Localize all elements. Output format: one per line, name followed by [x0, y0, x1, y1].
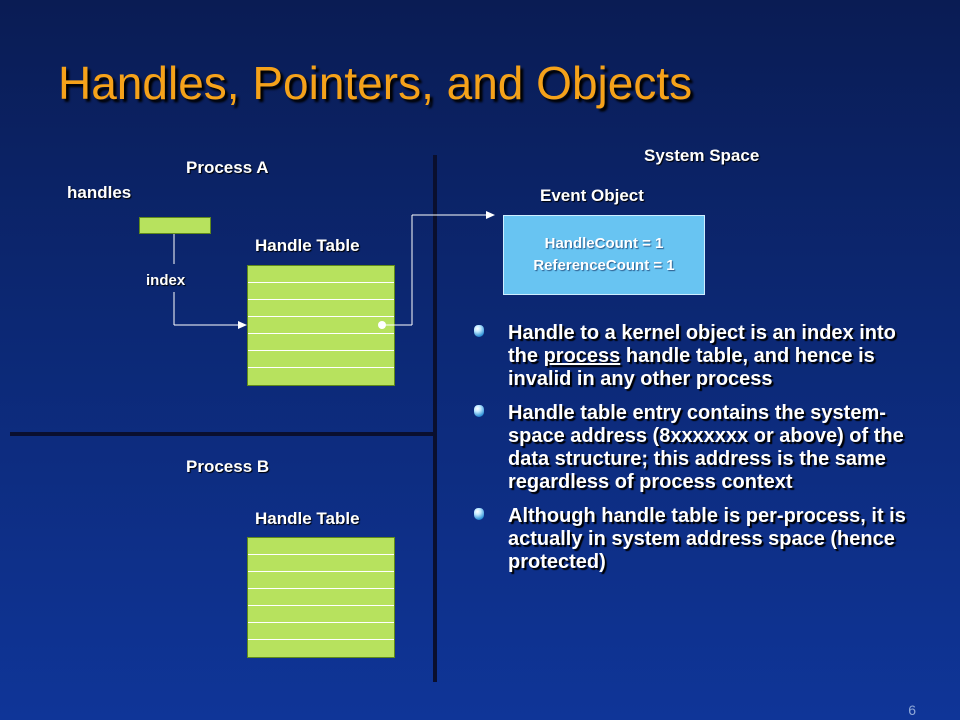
bullet-3-text: Although handle table is per-process, it… — [508, 505, 906, 573]
slide-title: Handles, Pointers, and Objects — [58, 57, 693, 109]
table-row — [248, 589, 394, 606]
table-row — [248, 334, 394, 351]
handle-table-b-label: Handle Table — [255, 509, 360, 528]
vertical-divider — [433, 155, 437, 682]
bullet-icon — [474, 508, 484, 520]
bullet-item: Handle table entry contains the system-s… — [470, 402, 910, 494]
table-row — [248, 351, 394, 368]
pointer-origin-dot — [378, 321, 386, 329]
index-arrow — [173, 234, 238, 326]
process-a-label: Process A — [186, 158, 269, 177]
bullet-1-before: Handle to a kernel object is an index in… — [508, 322, 896, 367]
bullet-item: Handle to a kernel object is an index in… — [470, 322, 910, 391]
horizontal-divider — [10, 432, 435, 436]
pointer-arrowhead — [486, 211, 495, 219]
system-space-label: System Space — [644, 146, 760, 165]
table-row — [248, 606, 394, 623]
handle-count-text: HandleCount = 1 — [544, 235, 664, 252]
page-number: 6 — [908, 702, 916, 718]
pointer-arrow — [382, 214, 486, 326]
index-arrowhead — [238, 321, 247, 329]
table-row — [248, 538, 394, 555]
handle-table-a-label: Handle Table — [255, 236, 360, 255]
table-row — [248, 368, 394, 385]
index-label: index — [146, 272, 186, 289]
table-row — [248, 572, 394, 589]
bullet-icon — [474, 405, 484, 417]
bullet-1-after: handle table, and hence is invalid in an… — [508, 345, 875, 390]
handle-slot — [139, 217, 211, 234]
handle-table-b — [247, 537, 395, 658]
table-row — [248, 555, 394, 572]
bullet-icon — [474, 325, 484, 337]
handles-label: handles — [67, 183, 132, 202]
reference-count-text: ReferenceCount = 1 — [533, 257, 675, 274]
event-object-box: HandleCount = 1 ReferenceCount = 1 — [503, 215, 705, 295]
process-b-label: Process B — [186, 457, 270, 476]
table-row — [248, 317, 394, 334]
table-row — [248, 623, 394, 640]
event-object-label: Event Object — [540, 186, 644, 205]
table-row — [248, 266, 394, 283]
bullet-2-text: Handle table entry contains the system-s… — [508, 402, 904, 493]
bullet-list: Handle to a kernel object is an index in… — [470, 322, 910, 585]
table-row — [248, 283, 394, 300]
table-row — [248, 640, 394, 657]
bullet-1-underlined: process — [543, 345, 621, 367]
table-row — [248, 300, 394, 317]
bullet-item: Although handle table is per-process, it… — [470, 505, 910, 574]
